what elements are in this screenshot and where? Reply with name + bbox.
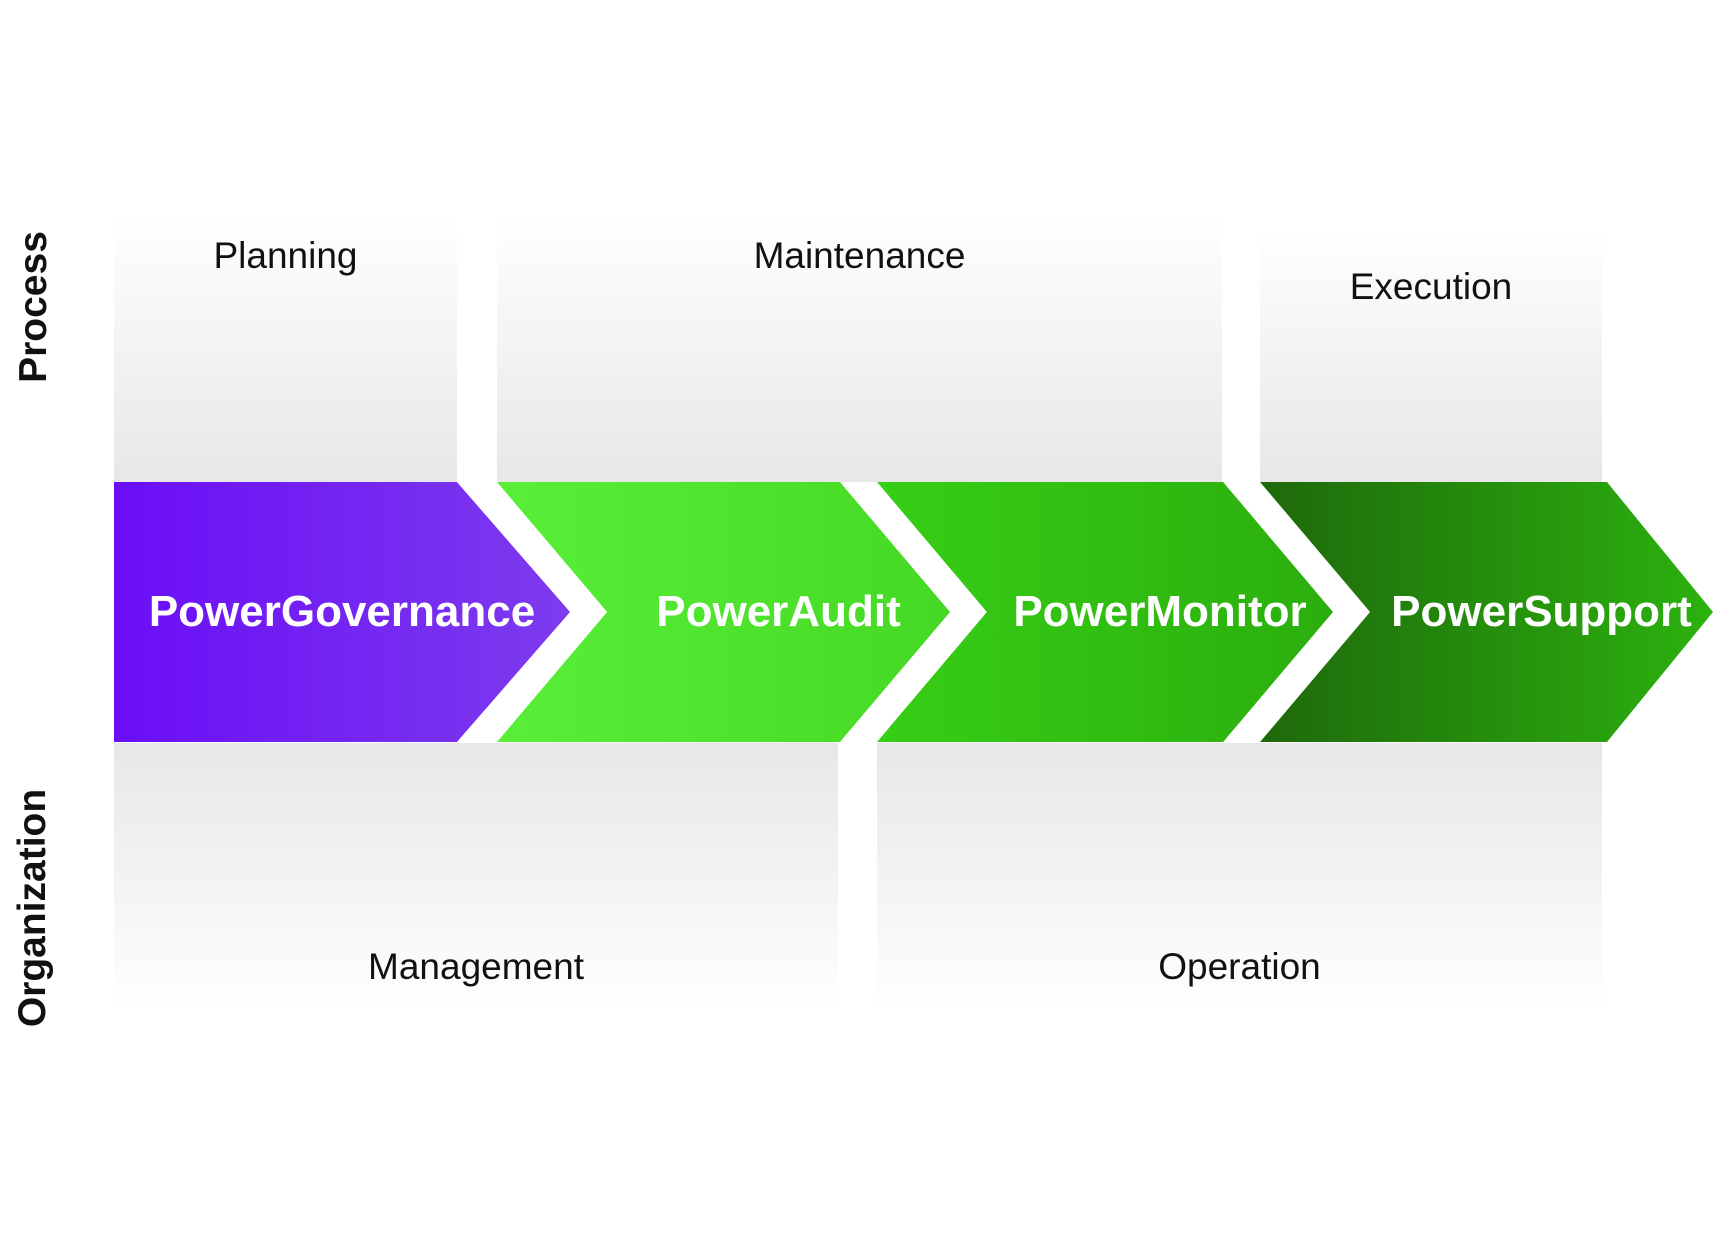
flow-arrow-powergovernance: PowerGovernance (114, 482, 570, 742)
phase-box-maintenance: Maintenance (497, 215, 1222, 482)
flow-arrow-label-powersupport: PowerSupport (1391, 587, 1692, 636)
phase-box-planning: Planning (114, 215, 457, 482)
unit-box-operation: Operation (877, 743, 1602, 1011)
unit-label-management: Management (368, 946, 584, 987)
phase-label-planning: Planning (213, 235, 358, 276)
flow-arrow-label-powergovernance: PowerGovernance (148, 587, 536, 636)
flow-arrow-label-poweraudit: PowerAudit (656, 587, 901, 636)
unit-label-operation: Operation (1158, 946, 1321, 987)
organization-row-label: Organization (11, 788, 54, 1028)
phase-label-maintenance: Maintenance (753, 235, 966, 276)
unit-box-management: Management (114, 743, 838, 1011)
process-row-label: Process (12, 231, 55, 383)
phase-label-execution: Execution (1349, 266, 1513, 307)
flow-arrow-label-powermonitor: PowerMonitor (1013, 587, 1307, 636)
phase-box-execution: Execution (1260, 228, 1602, 482)
